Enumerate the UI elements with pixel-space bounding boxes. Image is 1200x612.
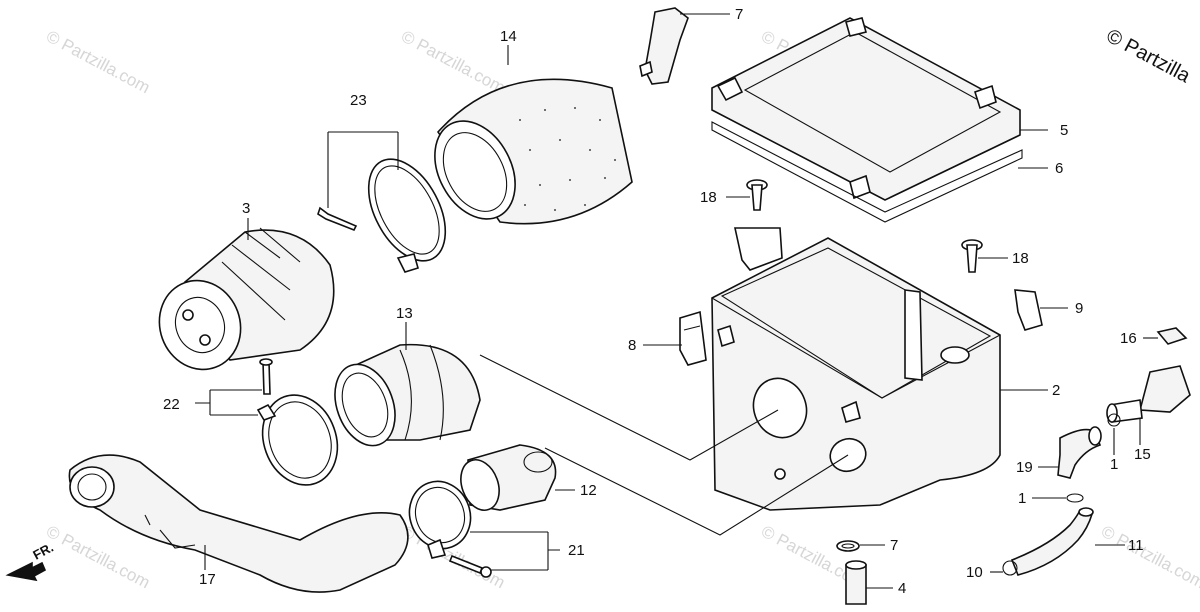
- callout-7: 8: [628, 337, 636, 354]
- callout-22: 22: [163, 396, 180, 413]
- part-10-intake-tube[interactable]: [324, 343, 481, 454]
- callout-8: 4: [898, 580, 906, 597]
- callout-23: 23: [350, 92, 367, 109]
- callout-2: 2: [1052, 382, 1060, 399]
- part-12-drain-fitting[interactable]: [1106, 365, 1191, 423]
- callout-14: 17: [199, 571, 216, 588]
- part-7-clip[interactable]: [679, 310, 707, 366]
- part-2-airbox-case[interactable]: [711, 227, 1001, 511]
- callout-7: 9: [1075, 300, 1083, 317]
- part-19-elbow-hose[interactable]: [1057, 426, 1102, 479]
- watermark: © Partzilla.com: [1098, 522, 1200, 593]
- callout-3: 3: [242, 200, 250, 217]
- part-13-cap[interactable]: [1156, 327, 1188, 345]
- part-5-gasket[interactable]: [711, 121, 1023, 223]
- callout-10: 13: [396, 305, 413, 322]
- part-21-clamp[interactable]: [400, 473, 492, 578]
- part-9-boot[interactable]: [454, 444, 557, 516]
- part-7-clip[interactable]: [1014, 289, 1043, 331]
- callout-19: 19: [1016, 459, 1033, 476]
- part-18-rivet[interactable]: [961, 239, 983, 273]
- callout-5: 6: [1055, 160, 1063, 177]
- leader-lines: [195, 13, 1158, 589]
- part-14-intake-duct[interactable]: [68, 454, 409, 593]
- part-8-drain-tube[interactable]: [845, 560, 867, 605]
- part-15-clip[interactable]: [1002, 560, 1018, 576]
- watermark: © Partzilla.com: [398, 27, 508, 98]
- callout-9: 12: [580, 482, 597, 499]
- part-18-rivet[interactable]: [746, 179, 768, 211]
- part-1-clamp[interactable]: [1107, 413, 1121, 427]
- callout-6: 7: [735, 6, 743, 23]
- callout-21: 21: [568, 542, 585, 559]
- front-direction-arrow: FR.: [5, 540, 56, 582]
- part-16-drain-hose[interactable]: [1010, 507, 1094, 576]
- callout-1: 1: [1018, 490, 1026, 507]
- callout-15: 10: [966, 564, 983, 581]
- callout-11: 14: [500, 28, 517, 45]
- callout-1: 1: [1110, 456, 1118, 473]
- callout-18: 18: [700, 189, 717, 206]
- copyright-text: © Partzilla: [1103, 25, 1195, 88]
- part-22-clamp[interactable]: [250, 358, 349, 496]
- part-23-clamp[interactable]: [317, 146, 461, 273]
- callout-16: 11: [1128, 537, 1144, 554]
- callout-18: 18: [1012, 250, 1029, 267]
- callout-4: 5: [1060, 122, 1068, 139]
- part-1-clamp[interactable]: [1066, 493, 1084, 503]
- callout-13: 16: [1120, 330, 1137, 347]
- connector-lines: [479, 354, 849, 536]
- callout-12: 15: [1134, 446, 1151, 463]
- watermark: © Partzilla.com: [43, 27, 153, 98]
- part-6-bracket[interactable]: [639, 7, 689, 85]
- part-3-filter-screen[interactable]: [147, 227, 335, 381]
- part-4-airbox-cover[interactable]: [711, 17, 1021, 201]
- callout-labels: 14 23 3 22 13 12 21 17 7 5 6 18 18 9 8 2…: [163, 6, 1151, 597]
- part-11-filter-element[interactable]: [419, 78, 633, 232]
- callout-17: 7: [890, 537, 898, 554]
- part-17-clip[interactable]: [836, 540, 860, 552]
